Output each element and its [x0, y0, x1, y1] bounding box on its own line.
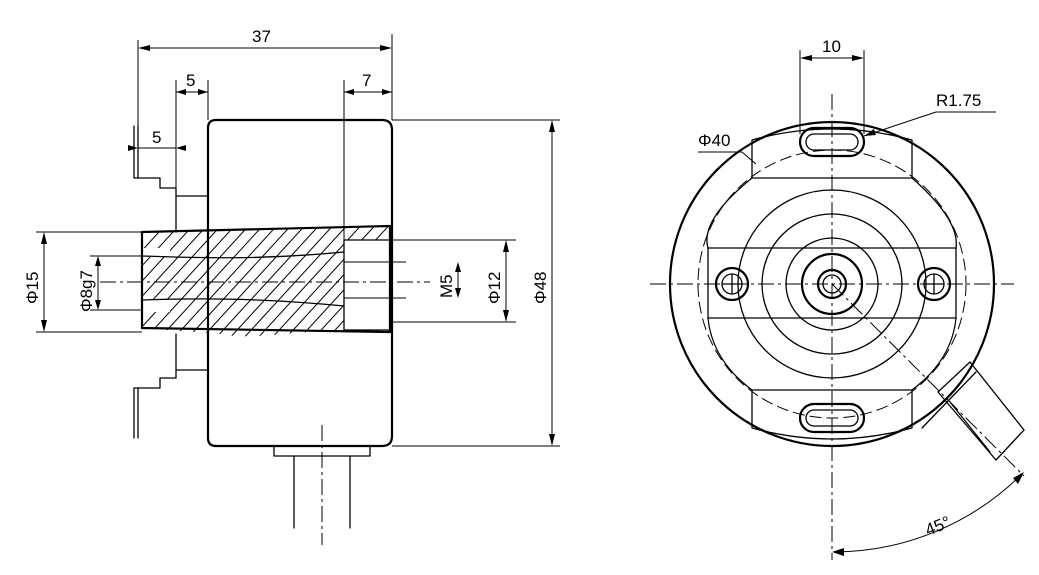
dim-cable-angle: 45°: [832, 472, 1024, 556]
label-outer-diameter: Φ48: [531, 272, 550, 304]
label-shaft-bore: Φ8g7: [77, 270, 96, 312]
section-hatching: [142, 226, 390, 337]
dim-hub-diameter: Φ15: [23, 231, 142, 333]
label-bore-depth: 7: [362, 71, 371, 90]
dim-overall-length: 37: [137, 27, 393, 126]
label-slot-radius: R1.75: [936, 91, 981, 110]
front-view: 10 R1.75 Φ40 45°: [650, 37, 1025, 560]
label-slot-width: 10: [822, 37, 841, 56]
dim-slot-width: 10: [799, 37, 865, 134]
label-flange-offset: 5: [186, 71, 195, 90]
dim-flange-step: 5: [128, 128, 186, 151]
label-overall-length: 37: [252, 27, 271, 46]
cable-exit: [937, 361, 1025, 461]
dim-bore-diameter: Φ12: [390, 239, 516, 323]
cable-gland: [273, 445, 371, 529]
flange-edge-line: [133, 125, 139, 439]
flange-plate-mid: [706, 177, 957, 391]
dim-bore-depth: 7: [343, 71, 392, 240]
dim-slot-radius: R1.75: [863, 91, 996, 137]
shaft-bore: [141, 251, 345, 307]
label-mounting-circle: Φ40: [698, 131, 730, 150]
mounting-flange: [137, 125, 209, 439]
hollow-shaft-sleeve: [140, 224, 392, 334]
cable-axis-centerline: [831, 283, 1025, 477]
dim-flange-offset: 5: [175, 71, 209, 188]
label-hub-diameter: Φ15: [23, 272, 42, 304]
flange-plate: [751, 128, 913, 440]
encoder-body-outline: [206, 118, 394, 448]
label-bore-diameter: Φ12: [485, 272, 504, 304]
label-flange-step: 5: [152, 128, 161, 147]
label-thread: M5: [437, 274, 456, 298]
dim-mounting-circle: Φ40: [698, 131, 757, 165]
cable-gland-edge: [921, 371, 977, 429]
label-cable-angle: 45°: [922, 512, 953, 539]
dim-thread: M5: [437, 262, 461, 298]
threaded-bore: [343, 239, 391, 331]
dim-outer-diameter: Φ48: [392, 119, 560, 447]
dim-shaft-bore: Φ8g7: [77, 255, 142, 312]
side-view: 37 5 5 7: [23, 27, 560, 545]
